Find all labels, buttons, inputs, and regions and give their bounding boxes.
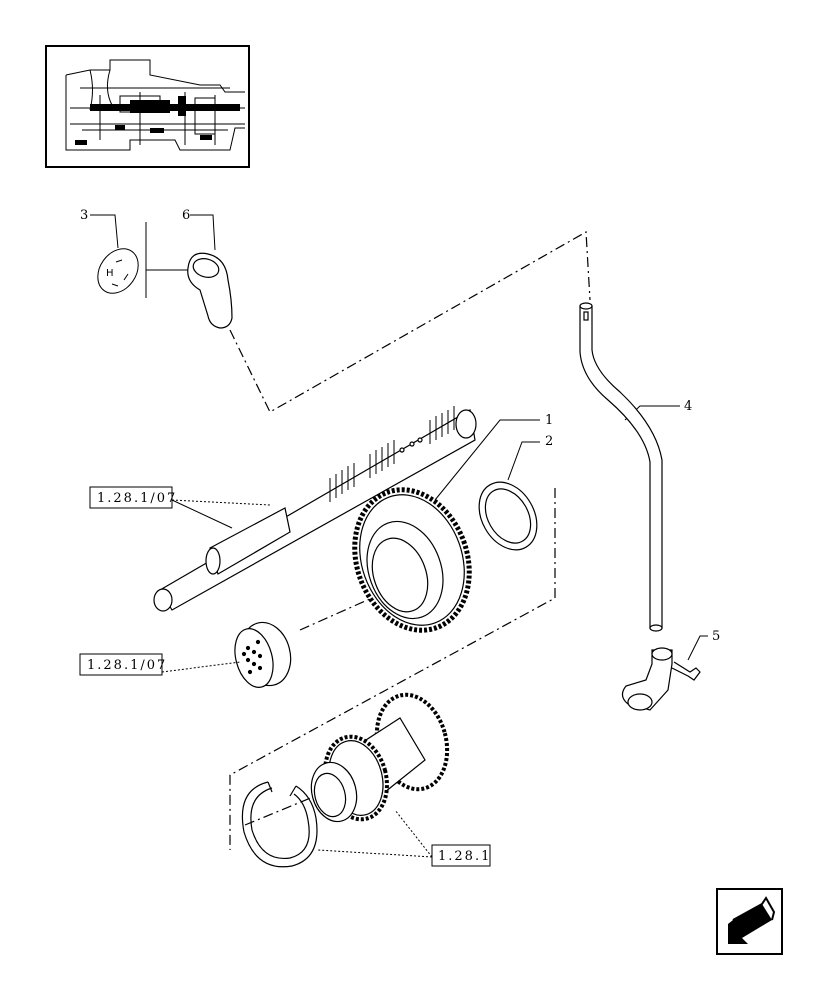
- gear-lever-rod-part4: [579, 302, 663, 632]
- ring-part2: [478, 481, 538, 551]
- svg-text:1.28.1/07: 1.28.1/07: [97, 491, 177, 506]
- large-gear-part1: [352, 487, 472, 633]
- next-page-arrow-icon[interactable]: [716, 888, 783, 955]
- snap-ring: [241, 781, 318, 868]
- callout-1: 1: [545, 413, 553, 428]
- svg-text:H: H: [106, 268, 114, 279]
- knob-emblem-part3: H: [97, 248, 139, 294]
- synchronizer-hub: [234, 621, 292, 688]
- callout-2: 2: [545, 434, 553, 449]
- callout-6: 6: [182, 208, 190, 223]
- cluster-gear: [310, 692, 450, 823]
- overview-thumbnail: [45, 45, 250, 168]
- svg-text:1.28.1: 1.28.1: [438, 849, 491, 864]
- callout-4: 4: [684, 399, 692, 414]
- gear-knob-part6: [187, 252, 233, 329]
- callout-5: 5: [712, 629, 720, 644]
- callout-3: 3: [80, 208, 88, 223]
- ref-box-shaft[interactable]: 1.28.1/07: [89, 486, 177, 509]
- main-shaft: [153, 406, 477, 612]
- lever-foot-part5: [621, 647, 701, 711]
- ref-box-sync[interactable]: 1.28.1/07: [79, 653, 167, 676]
- svg-text:1.28.1/07: 1.28.1/07: [87, 658, 167, 673]
- ref-box-cluster[interactable]: 1.28.1: [431, 844, 491, 867]
- ref-leaders: [161, 499, 433, 858]
